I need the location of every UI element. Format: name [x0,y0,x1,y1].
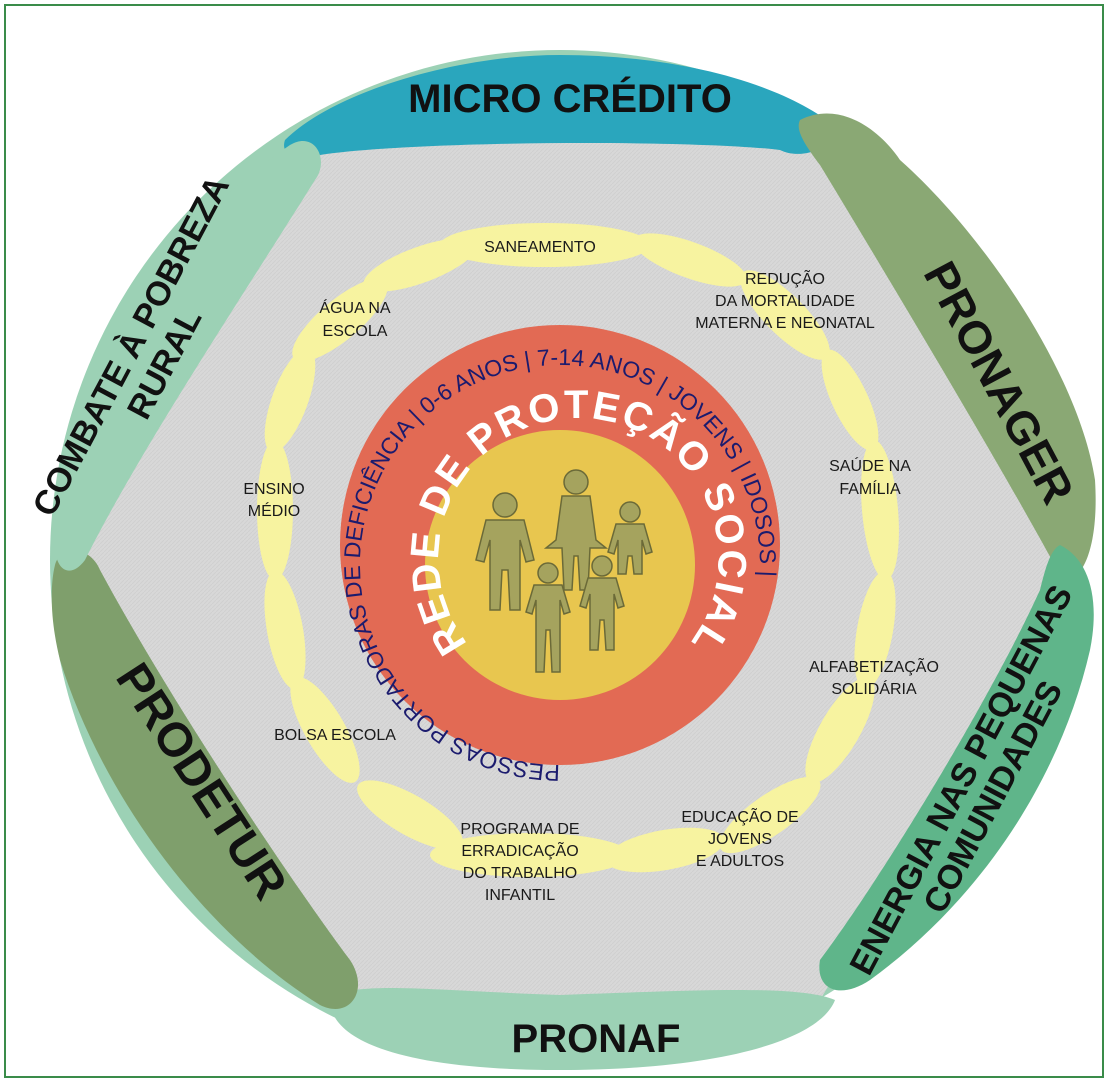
reducao-label: REDUÇÃO DA MORTALIDADE MATERNA E NEONATA… [695,268,875,332]
ensino-label: ENSINO MÉDIO [243,481,304,520]
saude-line2: FAMÍLIA [839,479,901,498]
alfabetizacao-line2: SOLIDÁRIA [831,679,917,698]
agua-line1: ÁGUA NA [319,298,390,317]
bolsa-escola-label: BOLSA ESCOLA [274,727,396,744]
agua-label: ÁGUA NA ESCOLA [319,298,390,340]
ensino-line2: MÉDIO [248,501,300,520]
combate-band [55,140,321,571]
reducao-line1: REDUÇÃO [745,268,825,288]
reducao-line3: MATERNA E NEONATAL [695,315,875,332]
ensino-line1: ENSINO [243,481,304,498]
educacao-line3: E ADULTOS [696,853,784,870]
pronager-band [798,113,1096,579]
pronaf-label: PRONAF [512,1017,681,1061]
pronaf-band-bottom [330,988,835,1070]
saude-label: SAÚDE NA FAMÍLIA [829,456,911,498]
yellow-disc [425,430,695,700]
prodetur-band [51,550,359,1009]
micro-credito-band [284,55,840,157]
family-icon [475,469,653,673]
micro-credito-label: MICRO CRÉDITO [408,76,732,121]
alfabetizacao-line1: ALFABETIZAÇÃO [809,656,939,676]
educacao-line1: EDUCAÇÃO DE [681,806,798,826]
alfabetizacao-label: ALFABETIZAÇÃO SOLIDÁRIA [809,656,939,698]
reducao-line2: DA MORTALIDADE [715,293,855,310]
educacao-line2: JOVENS [708,831,772,848]
educacao-label: EDUCAÇÃO DE JOVENS E ADULTOS [681,806,798,870]
saude-line1: SAÚDE NA [829,456,911,475]
agua-line2: ESCOLA [323,323,388,340]
erradicacao-label: PROGRAMA DE ERRADICAÇÃO DO TRABALHO INFA… [460,821,579,904]
saneamento-label: SANEAMENTO [484,239,596,256]
erradicacao-line2: ERRADICAÇÃO [461,840,578,860]
erradicacao-line3: DO TRABALHO [463,865,577,882]
yellow-program-ring [257,223,899,877]
erradicacao-line1: PROGRAMA DE [460,821,579,838]
energia-band [819,545,1094,991]
erradicacao-line4: INFANTIL [485,887,555,904]
